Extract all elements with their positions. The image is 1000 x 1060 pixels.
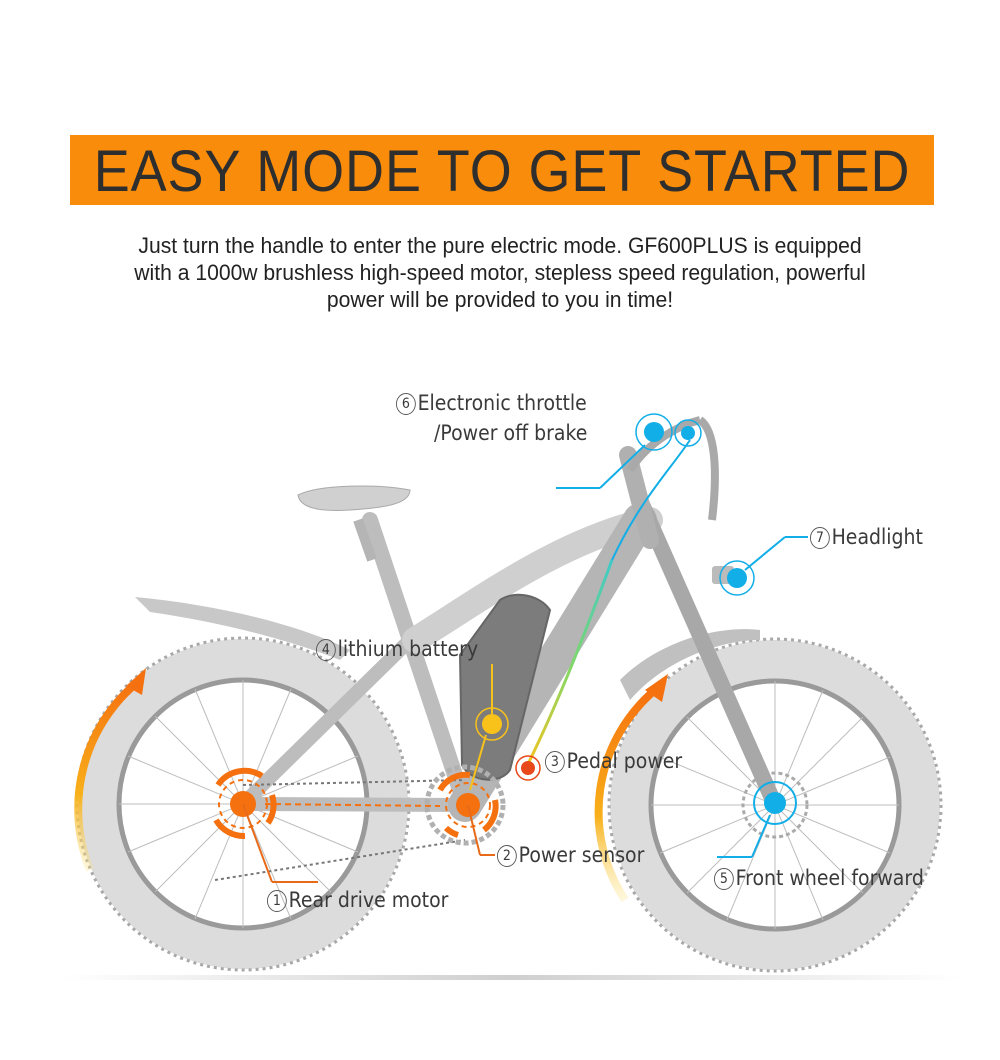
callout-throttle-line2: /Power off brake (434, 421, 587, 445)
callout-label: Power sensor (518, 843, 645, 867)
callout-number: 5 (714, 868, 734, 890)
callout-number: 7 (810, 527, 830, 549)
chainring (424, 764, 506, 846)
headlight-marker (712, 536, 808, 596)
callout-number: 4 (316, 639, 336, 661)
intro-line: with a 1000w brushless high-speed motor,… (134, 260, 866, 285)
intro-line: Just turn the handle to enter the pure e… (138, 233, 862, 258)
chain-bottom (214, 839, 466, 881)
callout-label: /Power off brake (434, 421, 588, 445)
ground-shadow (60, 975, 960, 980)
power-sensor-marker (437, 771, 499, 856)
intro-text: Just turn the handle to enter the pure e… (40, 232, 960, 313)
throttle-cable (611, 439, 691, 561)
rear-mudguard (135, 597, 350, 660)
battery (458, 593, 552, 781)
callout-label: Electronic throttle (417, 391, 587, 415)
callout-label: Rear drive motor (288, 888, 449, 912)
intro-line: power will be provided to you in time! (326, 287, 674, 312)
battery-marker (469, 664, 509, 791)
front-wheel-marker (717, 781, 797, 858)
throttle-marker (556, 413, 702, 489)
front-mudguard (620, 629, 760, 700)
chain-top (242, 779, 466, 786)
callout-number: 2 (497, 845, 517, 867)
callout-label: Pedal power (566, 749, 683, 773)
callout-label: Front wheel forward (735, 866, 924, 890)
callout-number: 6 (396, 393, 416, 415)
seat (297, 485, 411, 562)
callout-label: lithium battery (337, 637, 479, 661)
rear-motor-marker (213, 767, 441, 883)
page-title: EASY MODE TO GET STARTED (93, 139, 911, 204)
callout-number: 1 (267, 890, 287, 912)
signal-cable (523, 559, 614, 771)
pedal-power-marker (515, 755, 541, 781)
callout-number: 3 (545, 751, 565, 773)
title-banner: EASY MODE TO GET STARTED (70, 135, 934, 205)
callout-label: Headlight (831, 525, 923, 549)
